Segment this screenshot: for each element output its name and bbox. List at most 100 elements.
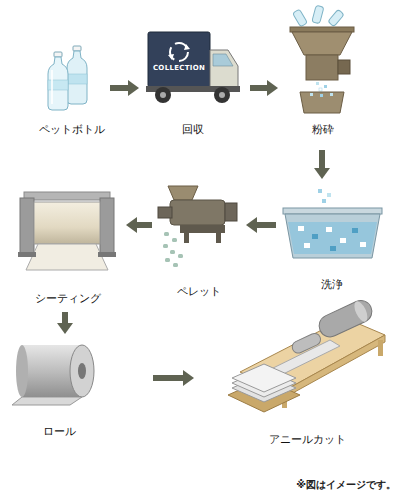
- illustration-part: [24, 192, 110, 200]
- process-step: 粉砕: [288, 6, 358, 140]
- illustration-part: [293, 9, 308, 27]
- arrow-head: [183, 370, 194, 386]
- arrow-shaft: [153, 375, 184, 381]
- illustration-part: [320, 94, 323, 97]
- step-label: 洗浄: [272, 278, 392, 292]
- illustration-part: [160, 92, 166, 98]
- illustration-part: [210, 50, 238, 88]
- illustration-part: [184, 233, 189, 243]
- illustration-part: [20, 198, 34, 253]
- process-step: シーティング: [15, 188, 120, 306]
- note-text: ※図はイメージです。: [296, 478, 396, 492]
- illustration-part: [164, 232, 169, 236]
- illustration-part: [214, 87, 230, 103]
- process-step: アニールカット: [222, 296, 392, 448]
- illustration-part: [340, 238, 346, 243]
- illustration-part: [73, 46, 81, 51]
- illustration-part: [178, 254, 183, 258]
- illustration-part: [98, 252, 116, 257]
- sheeting-machine: [18, 192, 116, 270]
- illustration-part: [51, 70, 53, 104]
- illustration-part: [324, 85, 327, 88]
- illustration-part: [34, 202, 100, 244]
- illustration-part: [18, 252, 36, 257]
- collection-truck: [146, 32, 240, 103]
- flow-arrow: [110, 80, 139, 96]
- illustration-part: [165, 258, 170, 262]
- illustration-part: [319, 88, 322, 91]
- pellet-extruder: [158, 186, 237, 267]
- illustration-part: [100, 198, 114, 253]
- illustration-part: [310, 93, 313, 96]
- illustration-part: [315, 297, 375, 341]
- step-label: シーティング: [5, 292, 130, 306]
- illustration-part: [225, 203, 237, 221]
- illustration-part: [312, 5, 324, 23]
- step-label: 回収: [135, 123, 250, 137]
- illustration-part: [312, 234, 318, 239]
- grinder: [290, 5, 354, 113]
- illustration-part: [170, 43, 188, 61]
- illustration-part: [322, 199, 326, 203]
- illustration-part: [48, 57, 68, 110]
- illustration-part: [168, 54, 174, 60]
- step-label: ペットボトル: [30, 123, 114, 137]
- flow-arrow: [57, 312, 73, 334]
- illustration-part: [170, 250, 175, 254]
- illustration-part: [290, 27, 354, 32]
- process-step: ロール: [12, 340, 107, 440]
- flow-arrow: [246, 217, 276, 233]
- illustration-part: [67, 74, 87, 84]
- illustration-part: [290, 331, 322, 355]
- step-label: ペレット: [148, 285, 250, 299]
- illustration-part: [360, 242, 366, 247]
- arrow-shaft: [250, 85, 268, 91]
- illustration-part: [148, 32, 210, 87]
- illustration-part: [67, 51, 87, 104]
- illustration-part: [292, 32, 352, 55]
- illustration-part: [352, 228, 358, 233]
- illustration-part: [155, 87, 171, 103]
- arrow-head: [128, 80, 139, 96]
- illustration-part: [219, 92, 225, 98]
- flow-arrow: [153, 370, 194, 386]
- illustration-part: [326, 227, 332, 232]
- illustration-part: [288, 222, 377, 254]
- illustration-part: [70, 345, 94, 397]
- illustration-part: [168, 186, 198, 200]
- step-label: アニールカット: [212, 433, 402, 447]
- illustration-part: [12, 397, 82, 405]
- arrow-head: [126, 217, 137, 233]
- arrow-head: [57, 323, 73, 334]
- illustration-part: [180, 225, 225, 233]
- illustration-part: [285, 214, 380, 258]
- illustration-part: [163, 244, 168, 248]
- pet-bottles: [48, 46, 87, 110]
- arrow-shaft: [136, 222, 152, 228]
- arrow-shaft: [256, 222, 276, 228]
- illustration-part: [304, 243, 310, 248]
- illustration-part: [316, 82, 319, 85]
- illustration-part: [26, 244, 108, 270]
- illustration-part: [173, 263, 178, 267]
- illustration-part: [330, 93, 333, 96]
- illustration-part: [232, 364, 296, 392]
- sheet-roll: [12, 345, 94, 405]
- illustration-part: [170, 200, 225, 225]
- flow-arrow: [314, 150, 330, 179]
- illustration-part: [298, 226, 304, 231]
- arrow-head: [246, 217, 257, 233]
- illustration-part: [338, 60, 350, 74]
- illustration-part: [184, 44, 190, 50]
- arrow-shaft: [110, 85, 129, 91]
- truck-text: COLLECTION: [148, 64, 210, 72]
- step-label: 粉砕: [278, 123, 368, 137]
- process-step: 回収: [145, 28, 240, 140]
- process-step: ペレット: [158, 185, 240, 298]
- illustration-part: [16, 345, 28, 397]
- illustration-part: [283, 208, 382, 214]
- anneal-cut-machine: [228, 297, 385, 412]
- illustration-part: [328, 9, 344, 26]
- illustration-part: [315, 297, 375, 341]
